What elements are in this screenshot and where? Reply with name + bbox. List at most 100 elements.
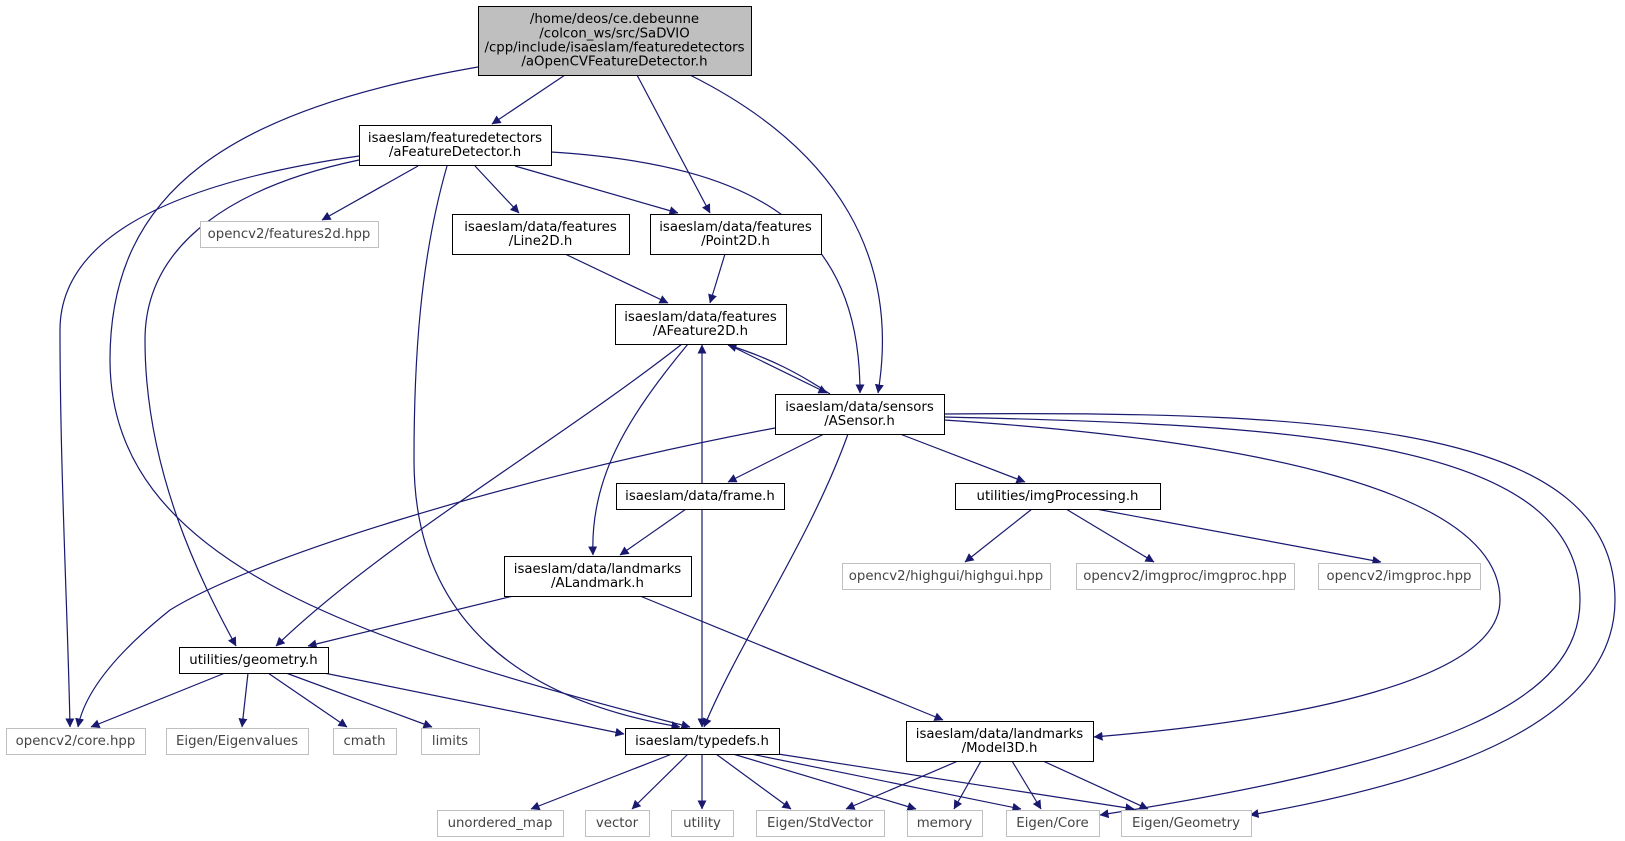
- node-box: [166, 728, 309, 755]
- edge-alandmark-to-geometry: [307, 595, 514, 649]
- node-box: [359, 125, 552, 166]
- edge-asensor-to-model3d: [943, 419, 1501, 741]
- node-label: cmath: [343, 734, 385, 749]
- node-box: [1006, 810, 1100, 837]
- edge-geometry-to-typedefs: [323, 672, 625, 737]
- node-label: utilities/geometry.h: [189, 653, 317, 668]
- node-label: isaeslam/data/sensors: [785, 400, 934, 415]
- node-box: [179, 647, 329, 674]
- node-alandmark[interactable]: isaeslam/data/landmarks/ALandmark.h: [504, 556, 692, 597]
- edge-afeature2d-to-geometry: [275, 343, 683, 647]
- node-eigenvalues: Eigen/Eigenvalues: [166, 728, 309, 755]
- edge-typedefs-to-eigengeometry: [777, 753, 1135, 813]
- node-label: /Model3D.h: [962, 741, 1038, 756]
- node-box: [333, 728, 397, 755]
- node-cmath: cmath: [333, 728, 397, 755]
- edge-model3d-to-stdvector: [845, 760, 959, 810]
- edge-typedefs-to-stdvector: [715, 753, 792, 810]
- node-model3d[interactable]: isaeslam/data/landmarks/Model3D.h: [906, 721, 1094, 762]
- node-typedefs[interactable]: isaeslam/typedefs.h: [625, 728, 780, 755]
- edges-layer: [59, 66, 1616, 819]
- node-label: memory: [917, 816, 973, 831]
- edge-asensor-to-imgprocessing: [899, 433, 1026, 484]
- edge-geometry-to-cmath: [267, 672, 348, 728]
- node-point2d[interactable]: isaeslam/data/features/Point2D.h: [650, 214, 822, 255]
- edge-root-to-afeaturedetector: [491, 74, 566, 125]
- node-unordered-map: unordered_map: [437, 810, 564, 837]
- node-label: unordered_map: [448, 816, 553, 831]
- edge-root-to-typedefs: [109, 66, 691, 730]
- edge-afeaturedetector-to-corehpp: [59, 155, 360, 728]
- node-label: opencv2/imgproc/imgproc.hpp: [1083, 569, 1287, 584]
- node-imgproc: opencv2/imgproc.hpp: [1318, 563, 1481, 590]
- node-label: opencv2/features2d.hpp: [208, 227, 371, 242]
- node-label: opencv2/core.hpp: [16, 734, 136, 749]
- node-label: Eigen/Eigenvalues: [176, 734, 298, 749]
- node-highgui: opencv2/highgui/highgui.hpp: [842, 563, 1051, 590]
- edge-afeature2d-to-asensor: [726, 343, 828, 394]
- node-line2d[interactable]: isaeslam/data/features/Line2D.h: [452, 214, 630, 255]
- node-frame[interactable]: isaeslam/data/frame.h: [616, 483, 785, 510]
- node-box: [504, 556, 692, 597]
- node-label: isaeslam/featuredetectors: [368, 131, 542, 146]
- edge-asensor-to-typedefs: [703, 433, 849, 728]
- node-label: isaeslam/data/frame.h: [625, 489, 775, 504]
- node-label: /cpp/include/isaeslam/featuredetectors: [484, 41, 744, 56]
- node-label: opencv2/imgproc.hpp: [1327, 569, 1472, 584]
- node-box: [907, 810, 983, 837]
- node-imgprocessing[interactable]: utilities/imgProcessing.h: [955, 483, 1161, 510]
- edge-afeaturedetector-to-line2d: [474, 165, 520, 214]
- edge-typedefs-to-memory: [732, 753, 917, 811]
- node-box: [6, 728, 146, 755]
- edge-imgprocessing-to-highgui: [964, 508, 1033, 563]
- node-imgproc-imgproc: opencv2/imgproc/imgproc.hpp: [1076, 563, 1295, 590]
- node-label: /colcon_ws/src/SaDVIO: [539, 26, 689, 41]
- node-label: /AFeature2D.h: [653, 324, 748, 339]
- edge-asensor-to-corehpp: [75, 427, 776, 728]
- node-stdvector: Eigen/StdVector: [756, 810, 885, 837]
- node-box: [650, 214, 822, 255]
- edge-imgprocessing-to-imgproc_imgproc: [1065, 508, 1155, 563]
- node-root[interactable]: /home/deos/ce.debeunne/colcon_ws/src/SaD…: [478, 6, 752, 76]
- edge-afeaturedetector-to-asensor: [550, 151, 865, 394]
- node-box: [437, 810, 564, 837]
- node-label: limits: [432, 734, 468, 749]
- node-box: [478, 6, 752, 76]
- edge-afeaturedetector-to-features2d: [321, 165, 419, 221]
- node-label: /ALandmark.h: [551, 576, 644, 591]
- node-label: Eigen/StdVector: [767, 816, 874, 831]
- edge-typedefs-to-unordered_map: [530, 753, 673, 811]
- node-label: vector: [596, 816, 639, 831]
- node-afeaturedetector[interactable]: isaeslam/featuredetectors/aFeatureDetect…: [359, 125, 552, 166]
- edge-afeaturedetector-to-typedefs: [413, 165, 681, 731]
- node-utility: utility: [671, 810, 734, 837]
- node-features2d: opencv2/features2d.hpp: [200, 221, 379, 248]
- edge-asensor-to-eigengeometry: [943, 412, 1616, 818]
- node-box: [775, 394, 945, 435]
- edge-model3d-to-eigengeometry: [1042, 760, 1149, 810]
- node-label: Eigen/Geometry: [1132, 816, 1240, 831]
- edge-geometry-to-limits: [285, 672, 433, 729]
- edge-frame-to-alandmark: [619, 508, 687, 556]
- node-box: [200, 221, 379, 248]
- node-geometry[interactable]: utilities/geometry.h: [179, 647, 329, 674]
- node-eigengeometry: Eigen/Geometry: [1121, 810, 1252, 837]
- edge-afeaturedetector-to-point2d: [514, 165, 679, 215]
- edge-imgprocessing-to-imgproc: [1095, 508, 1382, 565]
- node-box: [756, 810, 885, 837]
- node-afeature2d[interactable]: isaeslam/data/features/AFeature2D.h: [615, 304, 787, 345]
- node-label: /Line2D.h: [509, 234, 573, 249]
- node-label: isaeslam/data/features: [659, 220, 812, 235]
- node-box: [955, 483, 1161, 510]
- edge-alandmark-to-model3d: [639, 595, 944, 721]
- node-label: /aFeatureDetector.h: [389, 145, 521, 160]
- node-asensor[interactable]: isaeslam/data/sensors/ASensor.h: [775, 394, 945, 435]
- node-label: isaeslam/data/landmarks: [916, 727, 1084, 742]
- node-box: [1121, 810, 1252, 837]
- node-limits: limits: [421, 728, 480, 755]
- edge-root-to-point2d: [636, 74, 711, 214]
- node-label: /aOpenCVFeatureDetector.h: [521, 55, 707, 70]
- node-label: /home/deos/ce.debeunne: [530, 12, 699, 27]
- edge-asensor-to-eigencore: [943, 416, 1581, 819]
- node-corehpp: opencv2/core.hpp: [6, 728, 146, 755]
